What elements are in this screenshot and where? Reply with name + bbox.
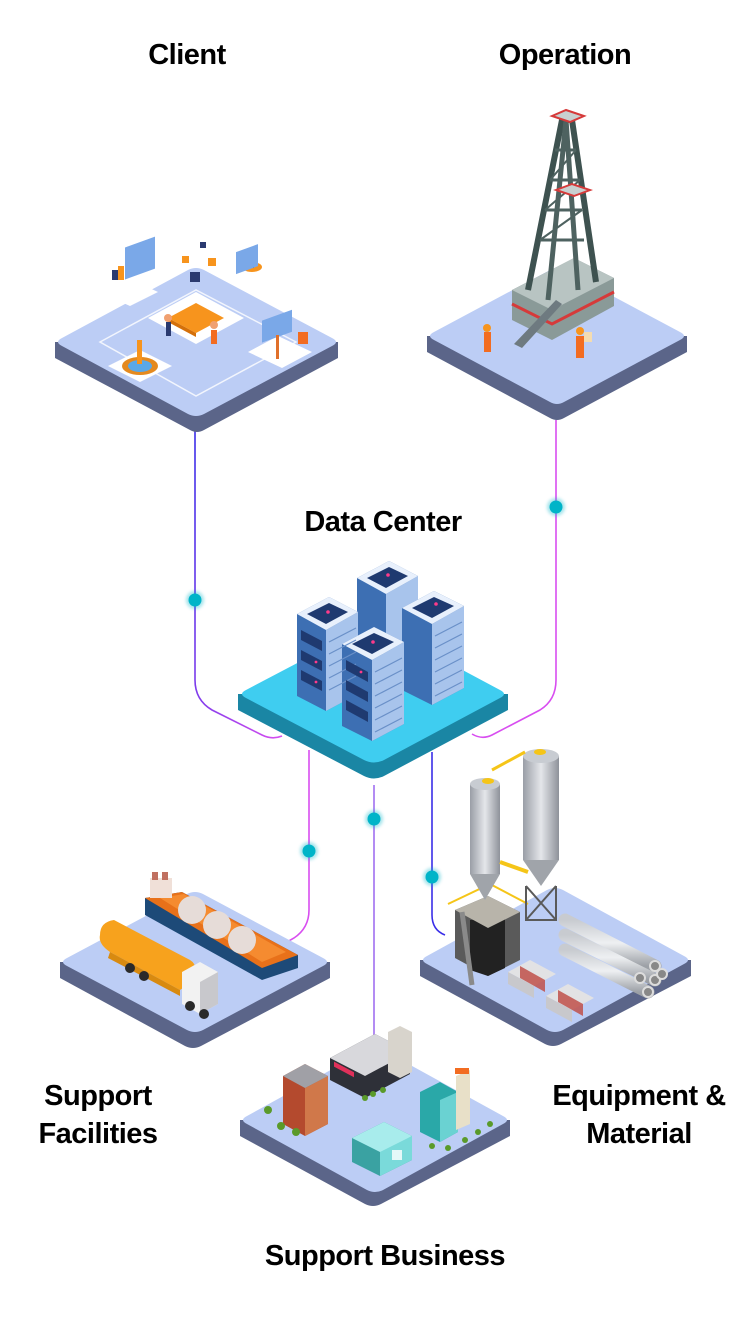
team-workspace-icon <box>100 236 312 382</box>
client-tile[interactable] <box>55 236 338 432</box>
connector-support-facilities <box>281 750 310 946</box>
worker-icon <box>483 324 491 352</box>
client-label: Client <box>148 39 226 71</box>
tanker-ship-truck-icon <box>99 872 298 1019</box>
silo-pipes-icon <box>447 749 668 1022</box>
city-buildings-icon <box>264 1026 493 1176</box>
data-center-hub[interactable] <box>238 561 508 779</box>
connector-client <box>194 428 283 739</box>
connector-operation <box>471 420 557 739</box>
support-facilities-tile[interactable] <box>60 872 330 1048</box>
equipment-material-label-line1: Equipment & <box>552 1080 726 1112</box>
worker-icon <box>576 327 592 358</box>
oil-rig-icon <box>483 108 615 358</box>
support-business-label: Support Business <box>264 1240 506 1272</box>
node-dot <box>547 498 565 516</box>
node-dot <box>186 591 204 609</box>
node-dot <box>365 810 383 828</box>
support-facilities-label-line2: Facilities <box>38 1118 158 1150</box>
operation-tile[interactable] <box>427 108 687 420</box>
support-facilities-label: Support Facilities <box>38 1077 158 1153</box>
equipment-material-label: Equipment & Material <box>552 1077 726 1153</box>
data-center-label: Data Center <box>304 506 462 538</box>
equipment-material-tile[interactable] <box>420 749 691 1046</box>
equipment-material-label-line2: Material <box>586 1118 692 1150</box>
operation-label: Operation <box>498 39 632 71</box>
connector-equipment <box>431 752 446 936</box>
node-dot <box>300 842 318 860</box>
support-facilities-label-line1: Support <box>44 1080 152 1112</box>
support-business-tile[interactable] <box>240 1026 510 1206</box>
server-racks-icon <box>297 561 464 741</box>
node-dot <box>423 868 441 886</box>
